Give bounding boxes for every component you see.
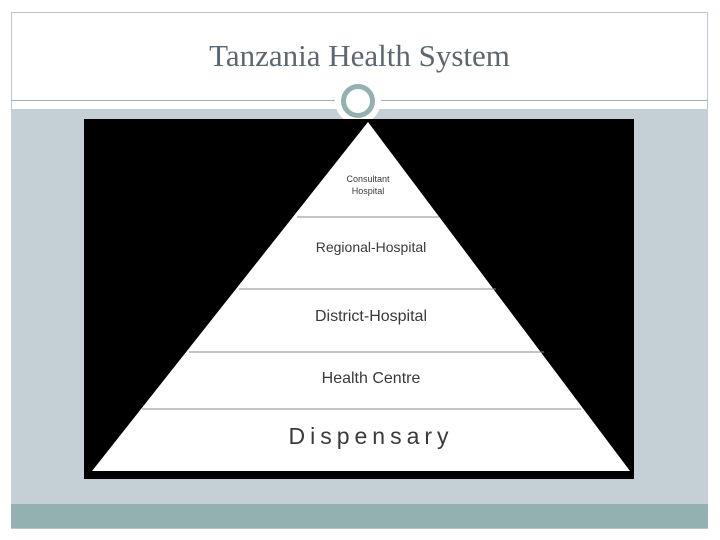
level-dispensary: Dispensary: [288, 423, 454, 449]
circle-ring-icon: [341, 84, 375, 118]
pyramid-shape: [92, 122, 630, 471]
level-regional-hospital: Regional-Hospital: [315, 239, 427, 255]
level-label-line1: Consultant: [346, 174, 390, 184]
level-district-hospital: District-Hospital: [314, 308, 427, 325]
pyramid-svg: [92, 122, 630, 471]
footer-band: [11, 504, 708, 528]
level-label-line2: Hospital: [351, 186, 385, 196]
slide-title: Tanzania Health System: [209, 38, 510, 73]
level-health-centre: Health Centre: [321, 370, 421, 387]
pyramid-diagram: Consultant Hospital Regional-Hospital Di…: [84, 119, 634, 479]
level-consultant-hospital: Consultant Hospital: [318, 173, 418, 197]
